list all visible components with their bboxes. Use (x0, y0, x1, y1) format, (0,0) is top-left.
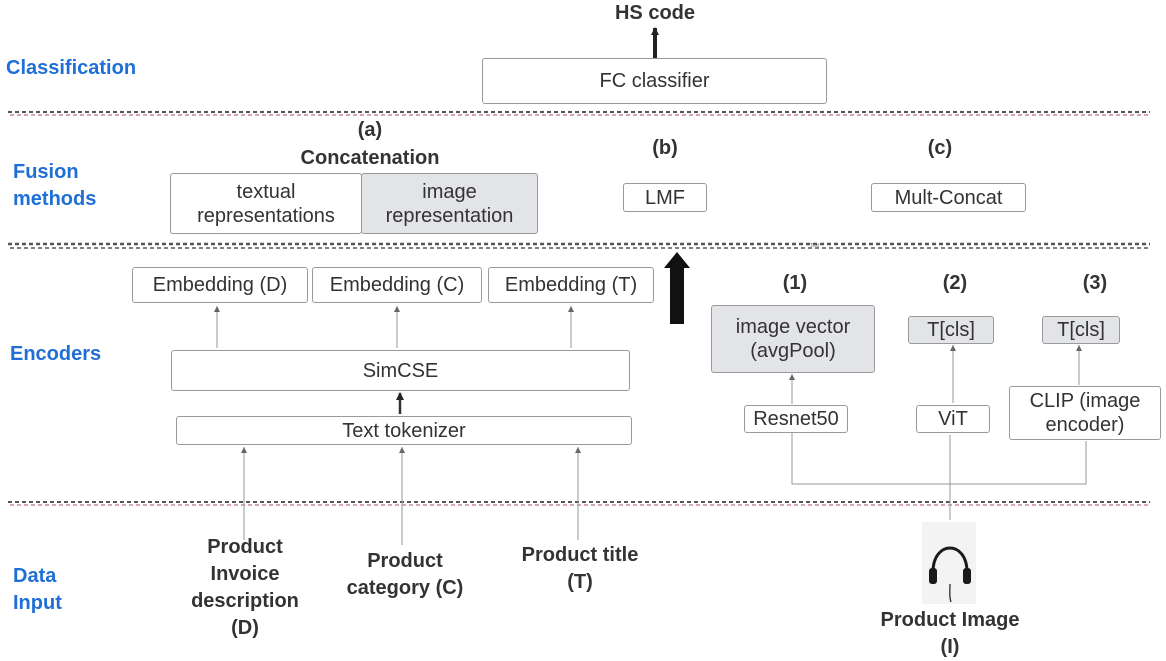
input-c-line2: category (C) (346, 577, 464, 599)
image-representation-box: image representation (361, 173, 538, 234)
resnet50-box: Resnet50 (744, 405, 848, 433)
fusion-big-arrow (664, 252, 690, 324)
image-rep-line1: image (422, 180, 477, 203)
vit-cls-box: T[cls] (908, 316, 994, 344)
headphones-icon (922, 522, 976, 604)
text-tokenizer-box: Text tokenizer (176, 416, 632, 445)
input-image: Product Image (I) (855, 607, 1045, 661)
text-tokenizer-label: Text tokenizer (342, 419, 466, 442)
embedding-t-label: Embedding (T) (504, 274, 638, 296)
fc-classifier-box: FC classifier (482, 58, 827, 104)
embedding-d-label: Embedding (D) (152, 274, 288, 296)
input-category: Product category (C) (330, 548, 480, 602)
input-d-line4: (D) (231, 617, 259, 639)
separator-top (8, 111, 1150, 116)
simcse-box: SimCSE (171, 350, 630, 391)
image-rep-line2: representation (385, 204, 514, 227)
fusion-a-tag: (a) (357, 119, 383, 141)
separator-middle (8, 242, 1150, 249)
embedding-t-box: Embedding (T) (488, 267, 654, 303)
vit-cls-label: T[cls] (927, 319, 975, 341)
stage-data-line2: Input (13, 592, 62, 614)
image-vector-box: image vector (avgPool) (711, 305, 875, 373)
resnet50-label: Resnet50 (753, 408, 839, 430)
textual-representations-box: textual representations (170, 173, 362, 234)
mult-concat-box: Mult-Concat (871, 183, 1026, 212)
image-vector-line1: image vector (735, 316, 851, 338)
input-t-line1: Product title (521, 544, 639, 566)
simcse-label: SimCSE (362, 359, 439, 382)
clip-cls-box: T[cls] (1042, 316, 1120, 344)
stage-data-line1: Data (13, 565, 57, 587)
vit-box: ViT (916, 405, 990, 433)
encoder-3-tag: (3) (1082, 272, 1108, 294)
lmf-box: LMF (623, 183, 707, 212)
input-img-line1: Product Image (880, 609, 1020, 631)
clip-line2: encoder) (1045, 414, 1125, 436)
fc-classifier-label: FC classifier (599, 70, 710, 92)
clip-line1: CLIP (image (1029, 390, 1141, 412)
image-vector-line2: (avgPool) (750, 340, 836, 362)
fusion-c-tag: (c) (927, 137, 953, 159)
encoder-2-tag: (2) (942, 272, 968, 294)
image-feed-lines (791, 433, 951, 520)
input-c-line1: Product (367, 550, 443, 572)
embedding-c-label: Embedding (C) (329, 274, 465, 296)
stage-classification: Classification (6, 57, 137, 79)
vit-label: ViT (938, 408, 968, 430)
mult-concat-label: Mult-Concat (894, 186, 1003, 209)
input-d-line3: description (191, 590, 299, 612)
stage-fusion-line1: Fusion (13, 161, 79, 183)
stage-fusion-line2: methods (13, 188, 97, 210)
separator-bottom (8, 501, 1150, 506)
textual-line2: representations (197, 204, 335, 227)
input-title: Product title (T) (495, 542, 665, 596)
input-img-line2: (I) (940, 636, 960, 658)
hs-code-label: HS code (614, 2, 696, 24)
input-d-line2: Invoice (210, 563, 280, 585)
tiny-text-marker: Text (810, 243, 820, 249)
fusion-a-name: Concatenation (300, 147, 440, 169)
lmf-label: LMF (645, 186, 685, 209)
fusion-b-tag: (b) (652, 137, 678, 159)
embedding-c-box: Embedding (C) (312, 267, 482, 303)
input-d-line1: Product (207, 536, 283, 558)
clip-cls-label: T[cls] (1057, 319, 1105, 341)
textual-line1: textual (236, 180, 296, 203)
embedding-d-box: Embedding (D) (132, 267, 308, 303)
input-description: Product Invoice description (D) (170, 534, 320, 642)
stage-encoders: Encoders (10, 343, 102, 365)
image-to-clip-line (950, 441, 1087, 485)
clip-image-encoder-box: CLIP (image encoder) (1009, 386, 1161, 440)
input-t-line2: (T) (567, 571, 593, 593)
encoder-1-tag: (1) (782, 272, 808, 294)
